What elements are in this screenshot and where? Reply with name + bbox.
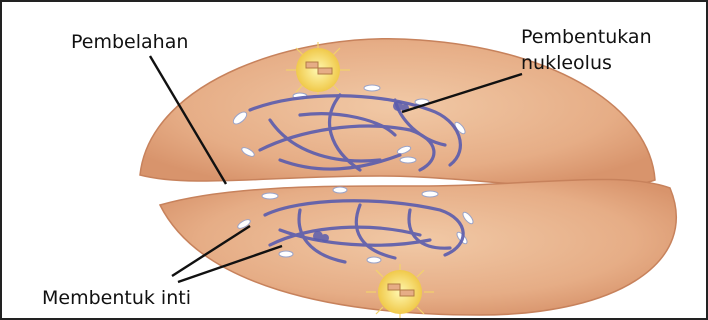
label-nucleolus-formation-line1: Pembentukan	[521, 26, 652, 49]
label-cleavage: Pembelahan	[71, 31, 188, 54]
label-nucleolus-formation-line2: nukleolus	[521, 52, 612, 75]
label-forming-nucleus: Membentuk inti	[42, 287, 191, 310]
